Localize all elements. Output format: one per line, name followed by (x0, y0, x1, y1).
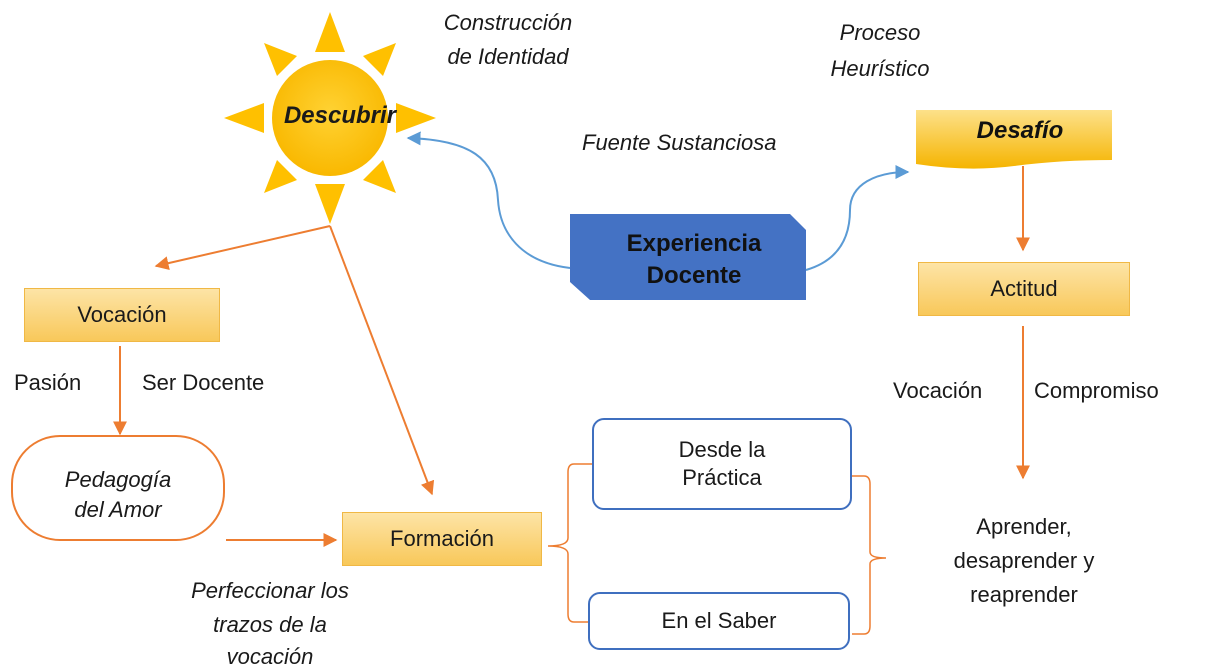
pedagogy-line2: del Amor (74, 497, 162, 522)
attitude-left-label: Vocación (893, 378, 983, 403)
learning-line3: reaprender (970, 582, 1078, 607)
learning-line1: Aprender, (976, 514, 1072, 539)
sun-caption-line1: Construcción (443, 10, 573, 35)
arrow-experience-to-sun (406, 131, 571, 269)
attitude-right-label: Compromiso (1034, 378, 1159, 403)
knowledge-label: En el Saber (661, 608, 777, 633)
be-teacher-label: Ser Docente (142, 370, 265, 395)
knowledge-box: En el Saber (588, 592, 850, 650)
vocation-box: Vocación (24, 288, 220, 342)
experience-shape (570, 214, 806, 300)
passion-label: Pasión (14, 370, 82, 395)
experience-label: Experiencia Docente (580, 228, 808, 292)
practice-box: Desde la Práctica (592, 418, 852, 510)
pedagogy-label: Pedagogía del Amor (12, 465, 224, 525)
challenge-shape (916, 110, 1112, 169)
arrow-experience-to-challenge (805, 165, 910, 271)
arrow-sun-to-vocation (154, 225, 331, 270)
practice-line1: Desde la (678, 437, 766, 462)
formation-box: Formación (342, 512, 542, 566)
experience-line1: Experiencia (626, 230, 762, 257)
right-brace (852, 475, 887, 635)
perfect-line3: vocación (226, 644, 314, 669)
source-label: Fuente Sustanciosa (582, 130, 777, 155)
pedagogy-shape (11, 435, 225, 541)
sun-caption-line2: de Identidad (447, 44, 569, 69)
attitude-label: Actitud (990, 276, 1058, 301)
practice-line2: Práctica (682, 465, 762, 490)
pedagogy-line1: Pedagogía (64, 467, 172, 492)
process-line2: Heurístico (830, 56, 930, 81)
perfect-line2: trazos de la (213, 612, 327, 637)
challenge-label: Desafío (976, 117, 1064, 144)
perfect-line1: Perfeccionar los (191, 578, 349, 603)
sun-icon (224, 12, 436, 224)
arrow-sun-to-formation (329, 225, 435, 496)
attitude-box: Actitud (918, 262, 1130, 316)
learning-line2: desaprender y (953, 548, 1095, 573)
sun-label: Descubrir (283, 102, 397, 129)
left-brace (547, 463, 592, 623)
process-line1: Proceso (839, 20, 921, 45)
experience-line2: Docente (646, 262, 742, 289)
vocation-label: Vocación (77, 302, 167, 327)
formation-label: Formación (390, 526, 494, 551)
